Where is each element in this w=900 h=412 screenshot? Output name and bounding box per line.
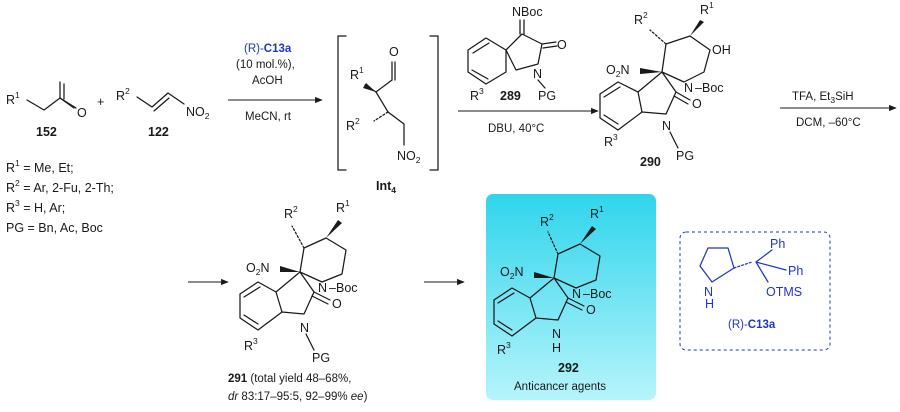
svg-text:(10 mol.%),: (10 mol.%), <box>236 59 295 71</box>
svg-text:N–Boc: N–Boc <box>684 81 724 95</box>
product-highlight <box>486 194 656 400</box>
svg-text:N: N <box>300 321 309 335</box>
svg-text:OH: OH <box>712 43 731 57</box>
compound-291: R2 R1 N–Boc O2N O N R3 PG <box>239 198 358 365</box>
svg-text:R3: R3 <box>244 336 258 353</box>
svg-text:R1: R1 <box>336 198 350 215</box>
reaction-arrow-3: TFA, Et3SiH DCM, –60°C <box>780 91 897 129</box>
svg-text:N–Boc: N–Boc <box>318 281 358 295</box>
svg-text:R1: R1 <box>350 65 364 82</box>
svg-text:N: N <box>662 119 671 133</box>
svg-text:(R)-C13a: (R)-C13a <box>728 319 776 331</box>
svg-text:291 (total yield 48–68%,: 291 (total yield 48–68%, <box>228 373 351 385</box>
compound-292: R2 R1 N–Boc O2N O N H R3 292 Anticancer … <box>493 204 612 393</box>
svg-text:Anticancer agents: Anticancer agents <box>514 381 606 393</box>
reaction-arrow-2: DBU, 40°C <box>458 107 599 135</box>
svg-text:PG: PG <box>538 89 556 103</box>
svg-text:H: H <box>552 341 561 355</box>
svg-text:Ph: Ph <box>788 264 803 278</box>
svg-text:O2N: O2N <box>500 265 524 281</box>
svg-text:PG: PG <box>312 351 330 365</box>
label-122: 122 <box>148 125 169 139</box>
svg-text:R2 = Ar, 2-Fu, 2-Th;: R2 = Ar, 2-Fu, 2-Th; <box>6 178 114 195</box>
svg-text:O: O <box>389 45 399 59</box>
compound-290: R2 R1 OH N–Boc O2N O N R3 290 PG <box>599 0 731 169</box>
svg-text:289: 289 <box>500 89 521 103</box>
svg-text:MeCN, rt: MeCN, rt <box>245 111 292 123</box>
yield-note: 291 (total yield 48–68%, dr 83:17–95:5, … <box>228 373 368 403</box>
compound-152: R1 O 152 <box>6 81 87 139</box>
svg-text:R3: R3 <box>470 86 484 103</box>
catalyst-structure: N H Ph Ph OTMS (R)-C13a <box>699 237 803 331</box>
svg-text:R1: R1 <box>6 90 20 107</box>
svg-text:R1: R1 <box>700 0 714 17</box>
svg-text:O2N: O2N <box>606 63 630 79</box>
svg-text:R2: R2 <box>634 10 648 27</box>
svg-text:NBoc: NBoc <box>512 5 543 19</box>
compound-122: R2 NO2 122 <box>116 86 210 139</box>
svg-text:DBU, 40°C: DBU, 40°C <box>488 123 544 135</box>
substituent-definitions: R1 = Me, Et; R2 = Ar, 2-Fu, 2-Th; R3 = H… <box>6 158 114 235</box>
svg-text:O: O <box>692 97 702 111</box>
svg-text:NO2: NO2 <box>186 105 210 121</box>
svg-text:PG: PG <box>676 149 694 163</box>
label-152: 152 <box>36 125 57 139</box>
svg-text:DCM, –60°C: DCM, –60°C <box>796 117 861 129</box>
svg-text:292: 292 <box>558 361 579 375</box>
intermediate-int4: O R1 R2 NO2 Int4 <box>337 35 439 195</box>
svg-text:N–Boc: N–Boc <box>572 287 612 301</box>
svg-text:N: N <box>704 285 713 299</box>
svg-text:R1: R1 <box>590 204 604 221</box>
svg-text:Ph: Ph <box>770 237 785 251</box>
svg-text:AcOH: AcOH <box>252 75 283 87</box>
svg-text:dr 83:17–95:5, 92–99% ee): dr 83:17–95:5, 92–99% ee) <box>228 391 368 403</box>
svg-text:R2: R2 <box>540 212 554 229</box>
svg-text:N: N <box>533 67 542 81</box>
svg-text:PG = Bn, Ac, Boc: PG = Bn, Ac, Boc <box>6 221 103 235</box>
svg-text:R2: R2 <box>284 204 298 221</box>
compound-289: NBoc O N R3 289 PG <box>467 5 567 103</box>
svg-text:OTMS: OTMS <box>766 285 802 299</box>
svg-text:NO2: NO2 <box>397 149 421 165</box>
svg-text:O: O <box>332 297 342 311</box>
svg-text:R2: R2 <box>346 116 360 133</box>
svg-text:R2: R2 <box>116 86 130 103</box>
svg-text:O: O <box>77 106 87 120</box>
svg-text:Int4: Int4 <box>376 179 396 195</box>
catalyst-box <box>679 231 831 351</box>
reaction-arrow-1: (R)-C13a (10 mol.%), AcOH MeCN, rt <box>228 43 323 123</box>
plus-sign: + <box>97 95 104 109</box>
svg-text:290: 290 <box>640 155 661 169</box>
svg-text:H: H <box>705 297 714 311</box>
svg-text:TFA, Et3SiH: TFA, Et3SiH <box>792 91 854 105</box>
svg-text:O2N: O2N <box>246 261 270 277</box>
svg-text:N: N <box>552 327 561 341</box>
svg-text:R1 = Me, Et;: R1 = Me, Et; <box>6 158 74 175</box>
svg-text:O: O <box>557 38 567 52</box>
svg-text:(R)-C13a: (R)-C13a <box>244 43 292 55</box>
svg-text:R3 = H, Ar;: R3 = H, Ar; <box>6 198 65 215</box>
svg-text:R3: R3 <box>497 340 511 357</box>
svg-text:O: O <box>586 303 596 317</box>
svg-text:R3: R3 <box>604 132 618 149</box>
